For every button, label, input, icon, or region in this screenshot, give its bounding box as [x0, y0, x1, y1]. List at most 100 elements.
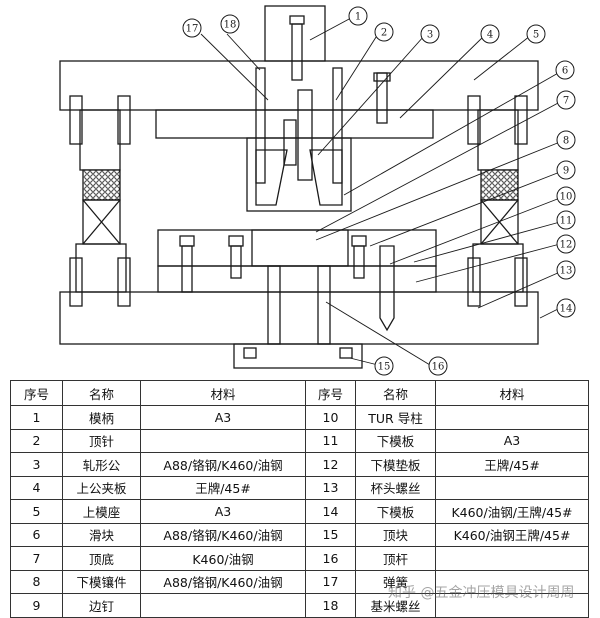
table-cell: 10 — [305, 405, 356, 430]
callout-circle — [556, 260, 576, 280]
table-cell: 基米螺丝 — [355, 593, 436, 618]
callout-label: 11 — [560, 216, 573, 227]
callout-label: 5 — [533, 30, 539, 41]
header-no: 序号 — [305, 380, 356, 406]
table-cell: 16 — [305, 546, 356, 571]
callout-circle — [556, 298, 576, 318]
callout-circle — [556, 90, 576, 110]
table-cell: 1 — [10, 405, 63, 430]
callout-circle — [556, 186, 576, 206]
table-cell: 8 — [10, 569, 63, 594]
table-cell: A3 — [140, 405, 306, 430]
cap-screw — [179, 235, 195, 247]
callout-label: 13 — [560, 266, 573, 277]
table-header-row: 序号 名称 材料 序号 名称 材料 — [10, 380, 589, 406]
table-cell — [435, 475, 589, 500]
table-cell: 5 — [10, 499, 63, 524]
table-cell: K460/油钢王牌/45# — [435, 522, 589, 547]
tur-guide-pin — [379, 245, 395, 332]
table-cell: 滑块 — [62, 522, 141, 547]
table-cell: 12 — [305, 452, 356, 477]
cap-screw — [230, 245, 242, 279]
lower-die-shoe — [59, 291, 539, 345]
callout-circle — [556, 210, 576, 230]
table-cell: 15 — [305, 522, 356, 547]
table-cell — [140, 593, 306, 618]
table-cell: K460/油钢/王牌/45# — [435, 499, 589, 524]
table-cell: A88/铬钢/K460/油钢 — [140, 452, 306, 477]
table-cell: A3 — [435, 428, 589, 453]
callout-label: 1 — [355, 12, 361, 23]
forming-punch-left — [255, 149, 288, 206]
table-cell: 4 — [10, 475, 63, 500]
cap-screw — [351, 235, 367, 247]
guide-bushing — [467, 95, 481, 145]
upper-insert-block — [246, 137, 352, 212]
bushing-bolt — [117, 257, 131, 307]
bushing-bolt — [514, 257, 528, 307]
table-cell: 9 — [10, 593, 63, 618]
upper-die-shoe — [59, 60, 539, 111]
callout-label: 14 — [560, 304, 573, 315]
guide-bushing — [117, 95, 131, 145]
callout-circle — [374, 22, 394, 42]
table-cell — [435, 405, 589, 430]
table-cell: 下模垫板 — [355, 452, 436, 477]
header-no: 序号 — [10, 380, 63, 406]
ejector-screw — [339, 347, 353, 359]
guide-bushing — [514, 95, 528, 145]
ejector-rod — [317, 265, 331, 345]
table-cell: 顶块 — [355, 522, 436, 547]
table-cell: 3 — [10, 452, 63, 477]
callout-label: 2 — [381, 28, 387, 39]
table-cell: 上模座 — [62, 499, 141, 524]
watermark: 知乎 @五金冲压模具设计周周 — [388, 585, 575, 601]
ejector-block — [233, 343, 363, 369]
callout-circle — [428, 356, 448, 376]
callout-circle — [480, 24, 500, 44]
header-material: 材料 — [140, 380, 306, 406]
lower-die-insert — [251, 229, 349, 267]
table-cell: 11 — [305, 428, 356, 453]
cap-screw — [228, 235, 244, 247]
table-cell: 轧形公 — [62, 452, 141, 477]
forming-punch-right — [309, 149, 343, 206]
callout-label: 4 — [487, 30, 493, 41]
cap-screw — [181, 245, 193, 293]
header-material: 材料 — [435, 380, 589, 406]
ejector-rod — [267, 265, 281, 345]
spring-left — [82, 169, 121, 201]
callout-circle — [420, 24, 440, 44]
table-cell: 18 — [305, 593, 356, 618]
guide-bushing — [69, 95, 83, 145]
table-cell: 下模板 — [355, 499, 436, 524]
table-cell: TUR 导柱 — [355, 405, 436, 430]
table-cell: 17 — [305, 569, 356, 594]
table-cell: 边钉 — [62, 593, 141, 618]
callout-label: 6 — [562, 66, 568, 77]
callout-label: 16 — [432, 362, 445, 373]
table-cell: 杯头螺丝 — [355, 475, 436, 500]
table-cell: 下模板 — [355, 428, 436, 453]
callout-circle — [348, 6, 368, 26]
header-name: 名称 — [355, 380, 436, 406]
small-punch — [283, 119, 297, 166]
table-cell — [435, 593, 589, 618]
table-cell: 王牌/45# — [435, 452, 589, 477]
table-cell: 2 — [10, 428, 63, 453]
bushing-bolt — [69, 257, 83, 307]
callout-label: 18 — [224, 20, 237, 31]
table-cell: 7 — [10, 546, 63, 571]
table-cell — [435, 546, 589, 571]
callout-label: 15 — [378, 362, 391, 373]
header-name: 名称 — [62, 380, 141, 406]
guide-post-upper — [79, 109, 121, 171]
callout-circle — [220, 14, 240, 34]
callout-label: 10 — [560, 192, 573, 203]
